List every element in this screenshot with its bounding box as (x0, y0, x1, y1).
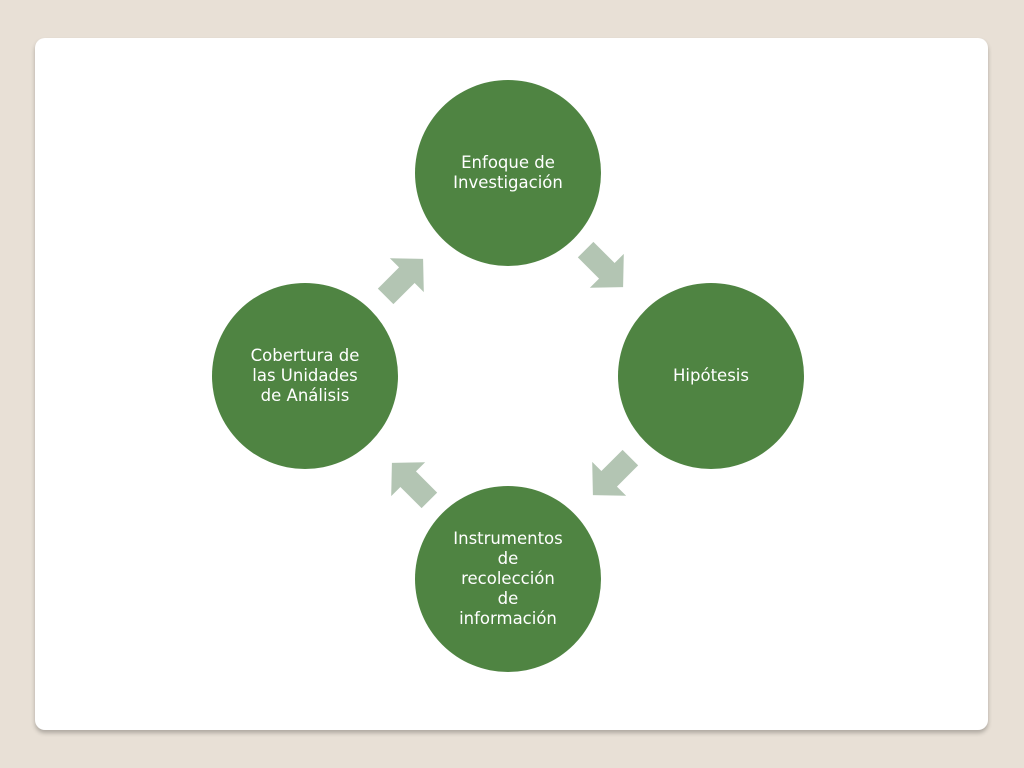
node-instrumentos-de-recoleccion: Instrumentos de recolección de informaci… (415, 486, 601, 672)
arrow-bottom-to-left (374, 445, 447, 518)
node-hipotesis: Hipótesis (618, 283, 804, 469)
arrow-top-to-right (568, 232, 641, 305)
node-enfoque-de-investigacion: Enfoque de Investigación (415, 80, 601, 266)
arrow-left-to-top (368, 241, 441, 314)
node-cobertura-unidades-de-analisis: Cobertura de las Unidades de Análisis (212, 283, 398, 469)
arrow-right-to-bottom (575, 440, 648, 513)
